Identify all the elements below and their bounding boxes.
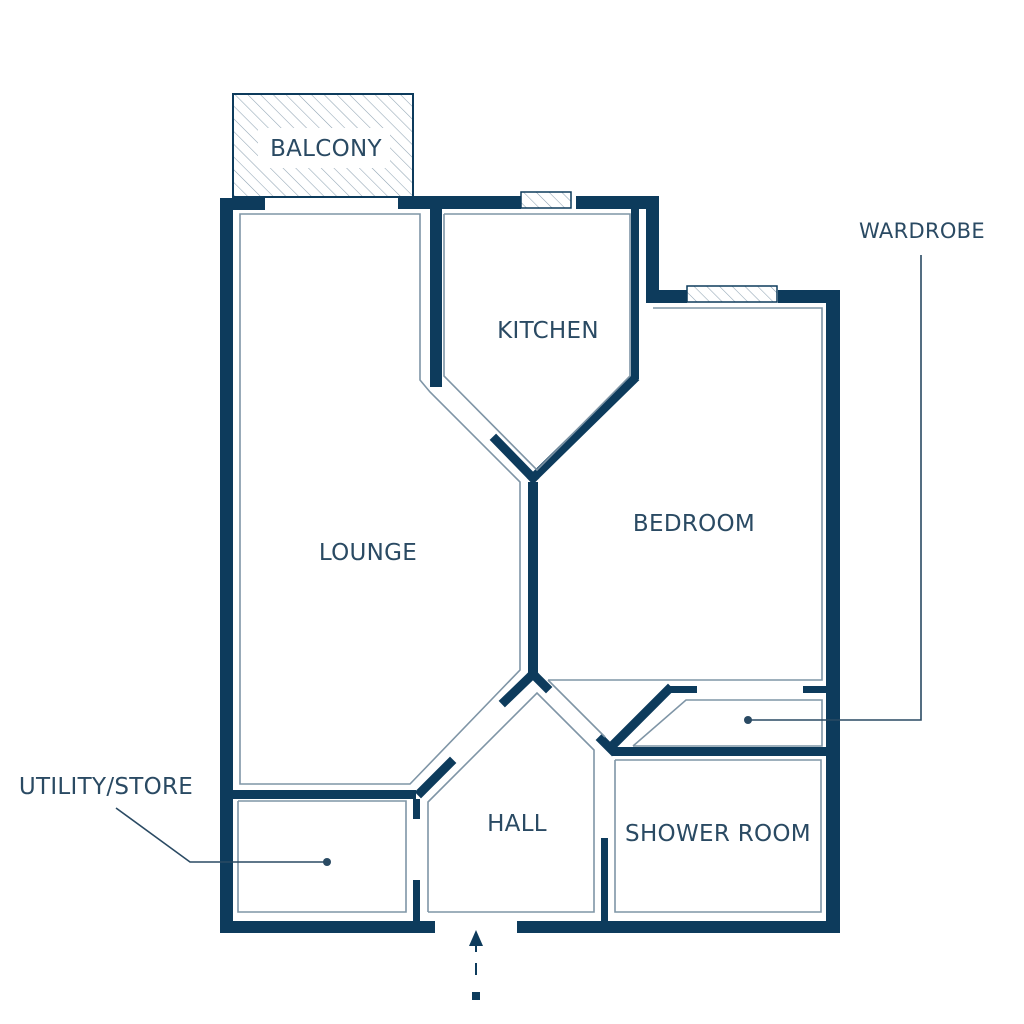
lounge-label: LOUNGE [319, 540, 417, 566]
wardrobe-leader [744, 255, 922, 724]
entrance-arrow [469, 930, 483, 1000]
kitchen-window [520, 191, 572, 209]
room-outlines [237, 213, 823, 913]
shower-room-label: SHOWER ROOM [625, 821, 811, 847]
wardrobe-label: WARDROBE [859, 219, 985, 243]
interior-walls [233, 209, 826, 921]
utility-leader [115, 807, 331, 866]
kitchen-label: KITCHEN [497, 318, 599, 344]
bedroom-window [686, 285, 778, 303]
diagonal-walls [414, 373, 675, 799]
balcony-label: BALCONY [270, 136, 382, 162]
balcony [232, 93, 414, 198]
bedroom-label: BEDROOM [633, 511, 755, 537]
hall-label: HALL [487, 811, 547, 837]
utility-store-label: UTILITY/STORE [19, 774, 193, 800]
outer-walls [220, 196, 840, 933]
